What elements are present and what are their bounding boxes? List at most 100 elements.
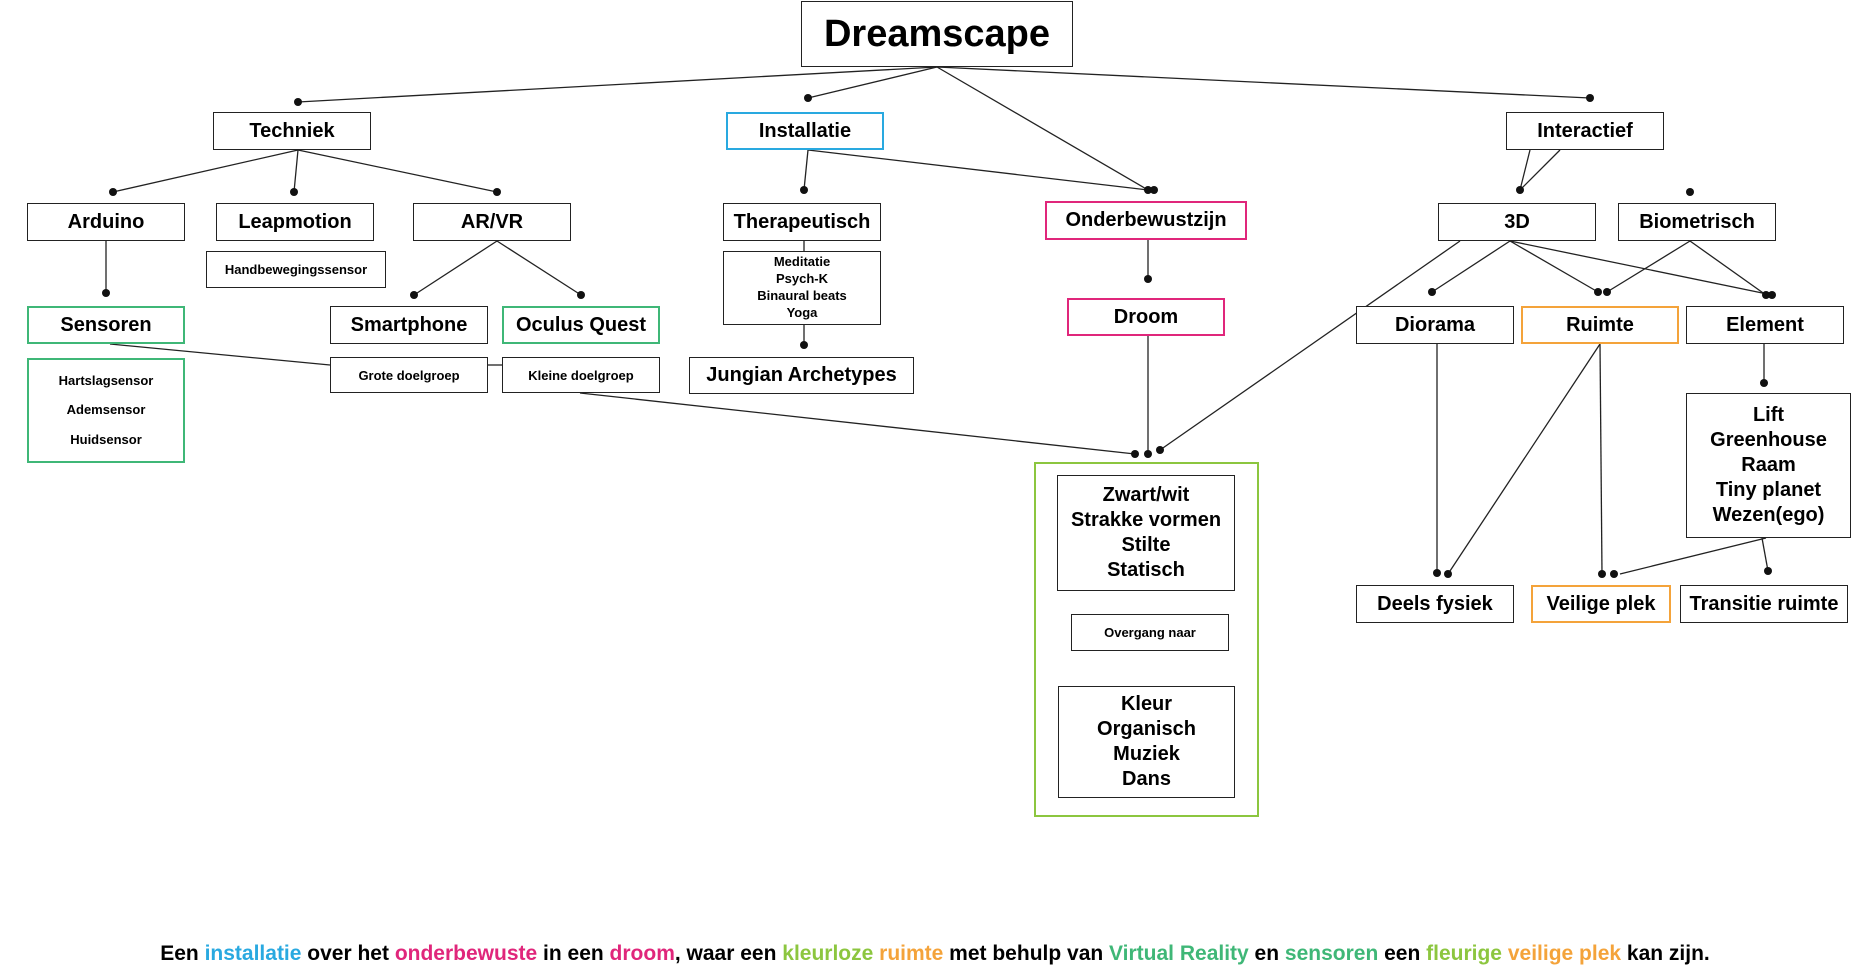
node-interactief[interactable]: Interactief — [1506, 112, 1664, 150]
connector-line — [112, 149, 299, 193]
connector-dot — [109, 188, 117, 196]
caption-keyword: fleurige — [1426, 942, 1502, 965]
node-veilige-plek[interactable]: Veilige plek — [1531, 585, 1671, 623]
connector-dot — [1594, 288, 1602, 296]
node-droom[interactable]: Droom — [1067, 298, 1225, 336]
connector-line — [1761, 537, 1769, 572]
element-item: Tiny planet — [1715, 479, 1822, 501]
caption-keyword: sensoren — [1284, 942, 1379, 965]
therapy-item: Binaural beats — [757, 288, 847, 303]
node-sensoren[interactable]: Sensoren — [27, 306, 185, 344]
caption-keyword: ruimte — [879, 942, 944, 965]
connector-line — [297, 66, 938, 103]
sensor-item: Huidsensor — [70, 431, 142, 447]
connector-line — [579, 392, 1136, 455]
node-smartphone[interactable]: Smartphone — [330, 306, 488, 344]
caption-keyword: veilige plek — [1507, 942, 1622, 965]
connector-line — [807, 66, 938, 99]
state-item: Strakke vormen — [1070, 509, 1222, 531]
connector-line — [413, 240, 498, 296]
caption-text: kan zijn. — [1621, 942, 1710, 965]
node-grote-doelgroep[interactable]: Grote doelgroep — [330, 357, 488, 393]
state-item: Organisch — [1097, 718, 1196, 740]
element-list[interactable]: Lift Greenhouse Raam Tiny planet Wezen(e… — [1686, 393, 1851, 538]
caption-keyword: onderbewuste — [394, 942, 538, 965]
connector-dot — [1144, 186, 1152, 194]
connector-dot — [410, 291, 418, 299]
connector-dot — [1603, 288, 1611, 296]
therapy-item: Psych-K — [775, 271, 829, 287]
node-biometrisch[interactable]: Biometrisch — [1618, 203, 1776, 241]
sensor-list[interactable]: Hartslagsensor Ademsensor Huidsensor — [27, 358, 185, 463]
node-diorama[interactable]: Diorama — [1356, 306, 1514, 344]
sensor-item: Ademsensor — [66, 402, 146, 418]
node-leapmotion[interactable]: Leapmotion — [216, 203, 374, 241]
state-item: Statisch — [1107, 559, 1185, 581]
dream-state-after[interactable]: Kleur Organisch Muziek Dans — [1058, 686, 1235, 798]
connector-dot — [294, 98, 302, 106]
connector-dot — [800, 341, 808, 349]
state-item: Stilte — [1121, 534, 1171, 556]
node-ruimte[interactable]: Ruimte — [1521, 306, 1679, 344]
caption-keyword: Virtual Reality — [1109, 942, 1249, 965]
dream-state-before[interactable]: Zwart/wit Strakke vormen Stilte Statisch — [1057, 475, 1235, 591]
connector-dot — [800, 186, 808, 194]
caption-keyword: droom — [609, 942, 675, 965]
node-onderbewustzijn[interactable]: Onderbewustzijn — [1045, 201, 1247, 240]
node-ar-vr[interactable]: AR/VR — [413, 203, 571, 241]
connector-line — [936, 66, 1149, 191]
state-item: Dans — [1122, 768, 1171, 790]
node-jungian-archetypes[interactable]: Jungian Archetypes — [689, 357, 914, 394]
state-item: Kleur — [1120, 693, 1173, 715]
connector-line — [1606, 240, 1691, 293]
connector-line — [297, 149, 498, 193]
connector-line — [1519, 149, 1561, 191]
node-therapeutisch[interactable]: Therapeutisch — [723, 203, 881, 241]
connector-dot — [102, 289, 110, 297]
connector-dot — [1156, 446, 1164, 454]
node-oculus-quest[interactable]: Oculus Quest — [502, 306, 660, 344]
connector-line — [109, 343, 331, 366]
node-deels-fysiek[interactable]: Deels fysiek — [1356, 585, 1514, 623]
caption-text: een — [1378, 942, 1427, 965]
connector-line — [1509, 240, 1773, 296]
node-kleine-doelgroep[interactable]: Kleine doelgroep — [502, 357, 660, 393]
connector-line — [1689, 240, 1767, 296]
connector-dot — [1444, 570, 1452, 578]
connector-dot — [493, 188, 501, 196]
connector-dot — [1586, 94, 1594, 102]
connector-dot — [1428, 288, 1436, 296]
root-node[interactable]: Dreamscape — [801, 1, 1073, 67]
therapy-list[interactable]: Meditatie Psych-K Binaural beats Yoga — [723, 251, 881, 325]
state-item: Zwart/wit — [1102, 484, 1190, 506]
node-handbewegingssensor[interactable]: Handbewegingssensor — [206, 251, 386, 288]
connector-line — [1599, 343, 1603, 575]
connector-line — [1509, 240, 1599, 293]
connector-dot — [290, 188, 298, 196]
node-transitie-ruimte[interactable]: Transitie ruimte — [1680, 585, 1848, 623]
node-element[interactable]: Element — [1686, 306, 1844, 344]
connector-line — [1431, 240, 1511, 293]
connector-dot — [1144, 450, 1152, 458]
element-item: Wezen(ego) — [1712, 504, 1825, 526]
element-item: Lift — [1752, 404, 1785, 426]
connector-dot — [1598, 570, 1606, 578]
connector-dot — [577, 291, 585, 299]
caption-keyword: installatie — [204, 942, 302, 965]
connector-dot — [1764, 567, 1772, 575]
node-3d[interactable]: 3D — [1438, 203, 1596, 241]
node-arduino[interactable]: Arduino — [27, 203, 185, 241]
connector-dot — [1150, 186, 1158, 194]
element-item: Raam — [1741, 454, 1796, 476]
connector-line — [1159, 240, 1461, 451]
connector-dot — [1760, 379, 1768, 387]
node-installatie[interactable]: Installatie — [726, 112, 884, 150]
connector-dot — [1144, 275, 1152, 283]
connector-line — [936, 66, 1591, 99]
node-overgang-naar[interactable]: Overgang naar — [1071, 614, 1229, 651]
therapy-item: Meditatie — [773, 254, 831, 270]
caption-text: met behulp van — [943, 942, 1110, 965]
node-techniek[interactable]: Techniek — [213, 112, 371, 150]
connector-dot — [1131, 450, 1139, 458]
